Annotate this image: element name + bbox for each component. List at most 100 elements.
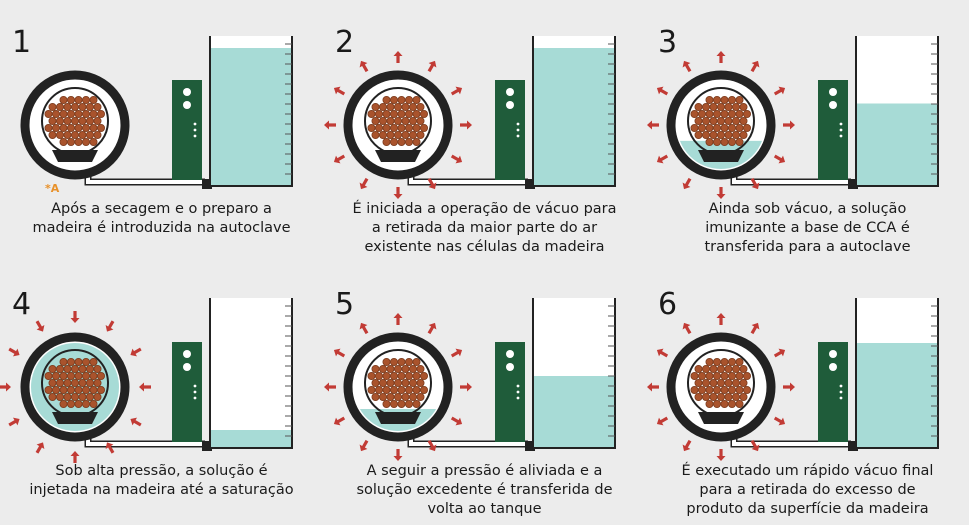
wood-log	[48, 103, 57, 112]
wood-log	[698, 372, 707, 381]
wood-log	[67, 399, 76, 408]
wood-log	[739, 365, 748, 374]
wood-log	[86, 130, 95, 139]
wood-log	[739, 392, 748, 401]
wood-log	[382, 137, 391, 146]
gauge-icon	[183, 363, 191, 371]
pressure-arrow-icon	[333, 348, 346, 358]
wood-log	[405, 96, 414, 105]
wood-log	[375, 386, 384, 395]
wood-log	[702, 392, 711, 401]
pressure-arrow-icon	[773, 348, 786, 358]
wood-log	[67, 110, 76, 119]
wood-log	[56, 365, 65, 374]
pressure-arrow-icon	[427, 177, 437, 190]
wood-log	[694, 117, 703, 126]
wood-log	[71, 117, 80, 126]
gauge-icon	[183, 88, 191, 96]
wood-log	[720, 124, 729, 133]
step-6-number: 6	[658, 287, 678, 322]
wood-log	[71, 365, 80, 374]
wood-log	[78, 130, 87, 139]
wood-log	[375, 110, 384, 119]
wood-log	[717, 130, 726, 139]
wood-log	[386, 379, 395, 388]
tank-outline	[855, 36, 939, 187]
wood-log	[713, 124, 722, 133]
wood-log	[724, 117, 733, 126]
wood-log	[74, 110, 83, 119]
wood-log	[416, 365, 425, 374]
wood-log	[82, 110, 91, 119]
tank-liquid	[533, 376, 615, 448]
wood-log	[416, 379, 425, 388]
pressure-arrow-icon	[35, 442, 45, 454]
wood-log	[56, 103, 65, 112]
tank-liquid	[856, 343, 938, 448]
step-3-caption-line: imunizante a base de CCA é	[705, 220, 910, 236]
step-4-caption-line: Sob alta pressão, a solução é	[55, 463, 268, 479]
wood-log	[52, 372, 61, 381]
wood-log	[690, 124, 699, 133]
wood-log	[367, 372, 376, 381]
wood-log	[93, 103, 102, 112]
wood-log	[409, 117, 418, 126]
pressure-arrow-icon	[359, 177, 369, 190]
wood-log	[390, 386, 399, 395]
pressure-arrow-icon	[450, 154, 463, 164]
control-box	[818, 342, 848, 442]
step-2-number: 2	[335, 25, 355, 60]
wood-log	[390, 96, 399, 105]
tank-body	[210, 298, 292, 448]
step-6-caption-line: É executado um rápido vácuo final	[681, 463, 934, 479]
pressure-arrow-icon	[359, 322, 369, 335]
wood-log	[694, 365, 703, 374]
wood-log	[420, 386, 429, 395]
wood-log	[401, 379, 410, 388]
wood-log	[63, 117, 72, 126]
wood-log	[394, 103, 403, 112]
step-3-caption-line: Ainda sob vácuo, a solução	[708, 201, 907, 217]
pressure-arrow-icon	[783, 382, 795, 392]
wood-log	[44, 372, 53, 381]
wood-logs	[367, 358, 429, 408]
wood-log	[713, 96, 722, 105]
pressure-arrow-icon	[783, 120, 795, 130]
wood-log	[78, 365, 87, 374]
step-5-caption-line: solução excedente é transferida de	[356, 482, 613, 498]
wood-log	[728, 137, 737, 146]
wood-log	[63, 130, 72, 139]
valve	[202, 179, 212, 189]
wood-log	[401, 117, 410, 126]
wood-log	[371, 117, 380, 126]
wood-log	[48, 379, 57, 388]
wood-log	[371, 365, 380, 374]
wood-log	[71, 379, 80, 388]
pressure-arrow-icon	[8, 417, 20, 427]
wood-log	[724, 103, 733, 112]
wood-log	[52, 386, 61, 395]
indicator-dot	[516, 122, 520, 126]
pressure-arrow-icon	[105, 320, 115, 332]
wood-log	[375, 124, 384, 133]
indicator-dot	[839, 134, 843, 138]
indicator-dot	[516, 134, 520, 138]
wood-log	[59, 358, 68, 367]
pressure-arrow-icon	[656, 154, 669, 164]
wood-log	[405, 124, 414, 133]
wood-log	[720, 399, 729, 408]
pressure-arrow-icon	[656, 416, 669, 426]
wood-log	[732, 379, 741, 388]
pressure-arrow-icon	[750, 60, 760, 73]
wood-log	[412, 399, 421, 408]
wood-log	[48, 130, 57, 139]
step-3-caption: Ainda sob vácuo, a solução imunizante a …	[646, 200, 969, 257]
wood-log	[694, 379, 703, 388]
wood-log	[67, 137, 76, 146]
pressure-arrow-icon	[773, 154, 786, 164]
wood-log	[420, 372, 429, 381]
wood-log	[720, 96, 729, 105]
wood-log	[397, 399, 406, 408]
wood-log	[386, 130, 395, 139]
wood-logs	[44, 96, 106, 146]
